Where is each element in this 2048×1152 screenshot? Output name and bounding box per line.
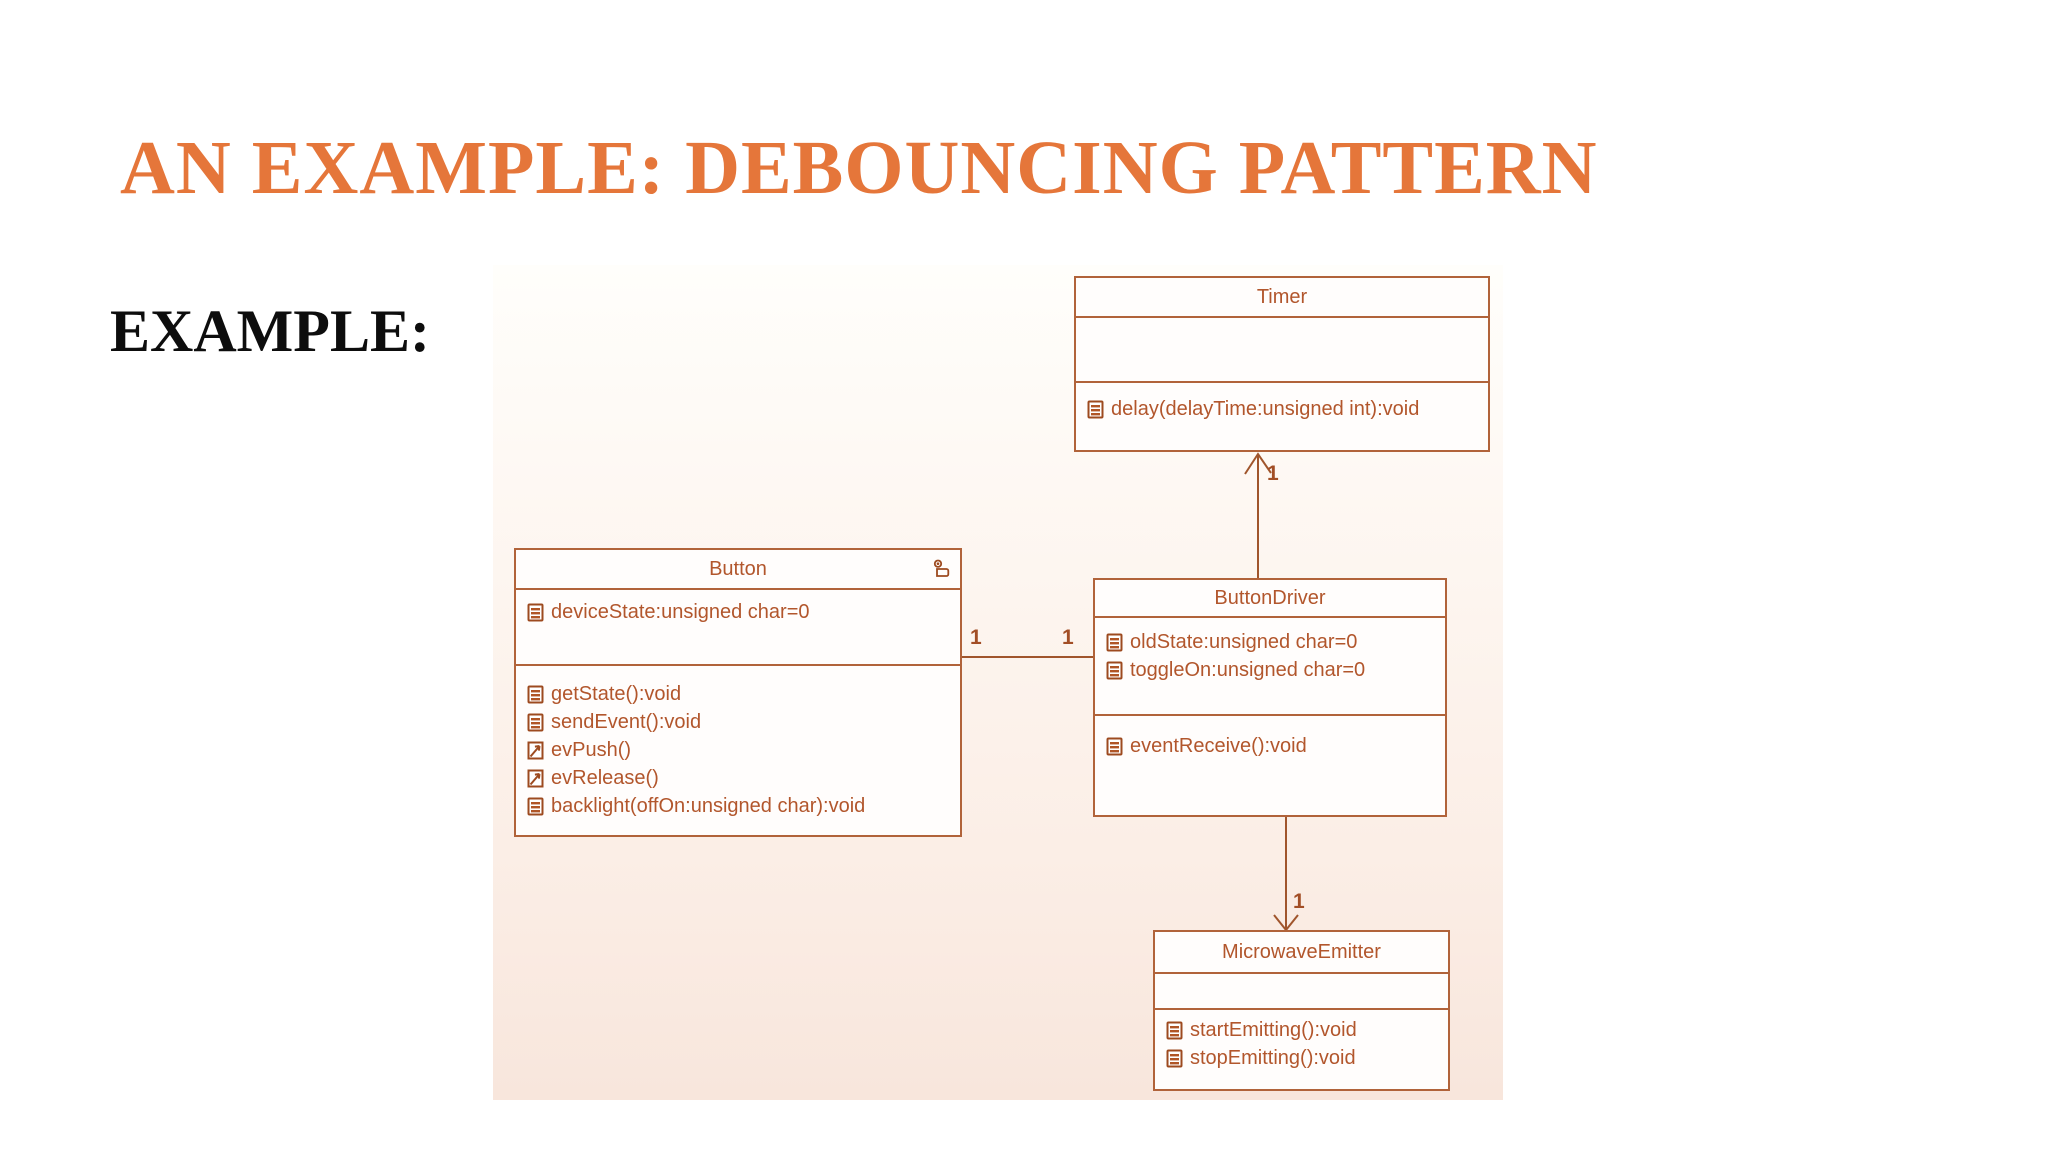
- attribute-icon: [527, 603, 544, 621]
- multiplicity-timer-end: 1: [1267, 462, 1279, 485]
- operation-label: evRelease(): [551, 766, 659, 789]
- operation-icon: [1166, 1021, 1183, 1039]
- attribute-label: deviceState:unsigned char=0: [551, 600, 810, 623]
- operation-icon: [527, 797, 544, 815]
- attribute-label: oldState:unsigned char=0: [1130, 630, 1358, 653]
- operation-icon: [1106, 737, 1123, 755]
- structure-badge-icon: [933, 559, 950, 577]
- operation-label: stopEmitting():void: [1190, 1046, 1356, 1069]
- attributes-section-buttondriver: oldState:unsigned char=0 toggleOn:unsign…: [1095, 618, 1445, 716]
- event-operation-row: evRelease(): [516, 764, 960, 792]
- attribute-row: oldState:unsigned char=0: [1095, 628, 1445, 656]
- attribute-icon: [1106, 661, 1123, 679]
- slide-title: AN EXAMPLE: DEBOUNCING PATTERN: [120, 126, 1598, 210]
- operation-icon: [1087, 400, 1104, 418]
- operation-label: sendEvent():void: [551, 710, 702, 733]
- event-operation-row: evPush(): [516, 736, 960, 764]
- operation-label: eventReceive():void: [1130, 734, 1307, 757]
- event-icon: [527, 741, 544, 759]
- attribute-icon: [1106, 633, 1123, 651]
- attribute-row: deviceState:unsigned char=0: [516, 598, 960, 626]
- operation-label: delay(delayTime:unsigned int):void: [1111, 397, 1420, 420]
- operation-row: eventReceive():void: [1095, 732, 1445, 760]
- operation-row: getState():void: [516, 680, 960, 708]
- class-name: Timer: [1256, 285, 1308, 308]
- class-name: Button: [709, 557, 767, 580]
- operation-row: stopEmitting():void: [1155, 1044, 1448, 1072]
- operations-section-timer: delay(delayTime:unsigned int):void: [1076, 383, 1488, 450]
- class-header-buttondriver: ButtonDriver: [1095, 580, 1445, 618]
- operation-label: backlight(offOn:unsigned char):void: [551, 794, 866, 817]
- class-header-timer: Timer: [1076, 278, 1488, 318]
- attributes-section-microwaveemitter: [1155, 974, 1448, 1010]
- multiplicity-driver-end: 1: [1062, 626, 1074, 649]
- attribute-row: toggleOn:unsigned char=0: [1095, 656, 1445, 684]
- class-box-button: Button deviceState:unsigned char=0 getSt…: [514, 548, 962, 837]
- operation-row: backlight(offOn:unsigned char):void: [516, 792, 960, 820]
- multiplicity-emitter-end: 1: [1293, 890, 1305, 913]
- operation-row: delay(delayTime:unsigned int):void: [1076, 395, 1488, 423]
- operations-section-buttondriver: eventReceive():void: [1095, 716, 1445, 815]
- operations-section-microwaveemitter: startEmitting():void stopEmitting():void: [1155, 1010, 1448, 1089]
- multiplicity-button-end: 1: [970, 626, 982, 649]
- class-name: ButtonDriver: [1214, 586, 1326, 609]
- attribute-label: toggleOn:unsigned char=0: [1130, 658, 1366, 681]
- event-icon: [527, 769, 544, 787]
- operation-icon: [527, 713, 544, 731]
- attributes-section-button: deviceState:unsigned char=0: [516, 590, 960, 666]
- operation-row: startEmitting():void: [1155, 1016, 1448, 1044]
- class-box-timer: Timer delay(delayTime:unsigned int):void: [1074, 276, 1490, 452]
- example-heading: EXAMPLE:: [110, 298, 430, 364]
- attributes-section-timer: [1076, 318, 1488, 383]
- operation-icon: [1166, 1049, 1183, 1067]
- arrowhead-to-timer-icon: [1244, 452, 1272, 475]
- operation-label: getState():void: [551, 682, 682, 705]
- operations-section-button: getState():void sendEvent():void evPush(…: [516, 666, 960, 835]
- class-box-buttondriver: ButtonDriver oldState:unsigned char=0 to…: [1093, 578, 1447, 817]
- class-header-microwaveemitter: MicrowaveEmitter: [1155, 932, 1448, 974]
- operation-row: sendEvent():void: [516, 708, 960, 736]
- operation-icon: [527, 685, 544, 703]
- operation-label: startEmitting():void: [1190, 1018, 1357, 1041]
- uml-diagram-panel: 1 1 1 1 Timer delay(delayTime:unsigned i…: [493, 265, 1503, 1100]
- class-header-button: Button: [516, 550, 960, 590]
- operation-label: evPush(): [551, 738, 632, 761]
- class-name: MicrowaveEmitter: [1222, 940, 1381, 963]
- class-box-microwaveemitter: MicrowaveEmitter startEmitting():void st…: [1153, 930, 1450, 1091]
